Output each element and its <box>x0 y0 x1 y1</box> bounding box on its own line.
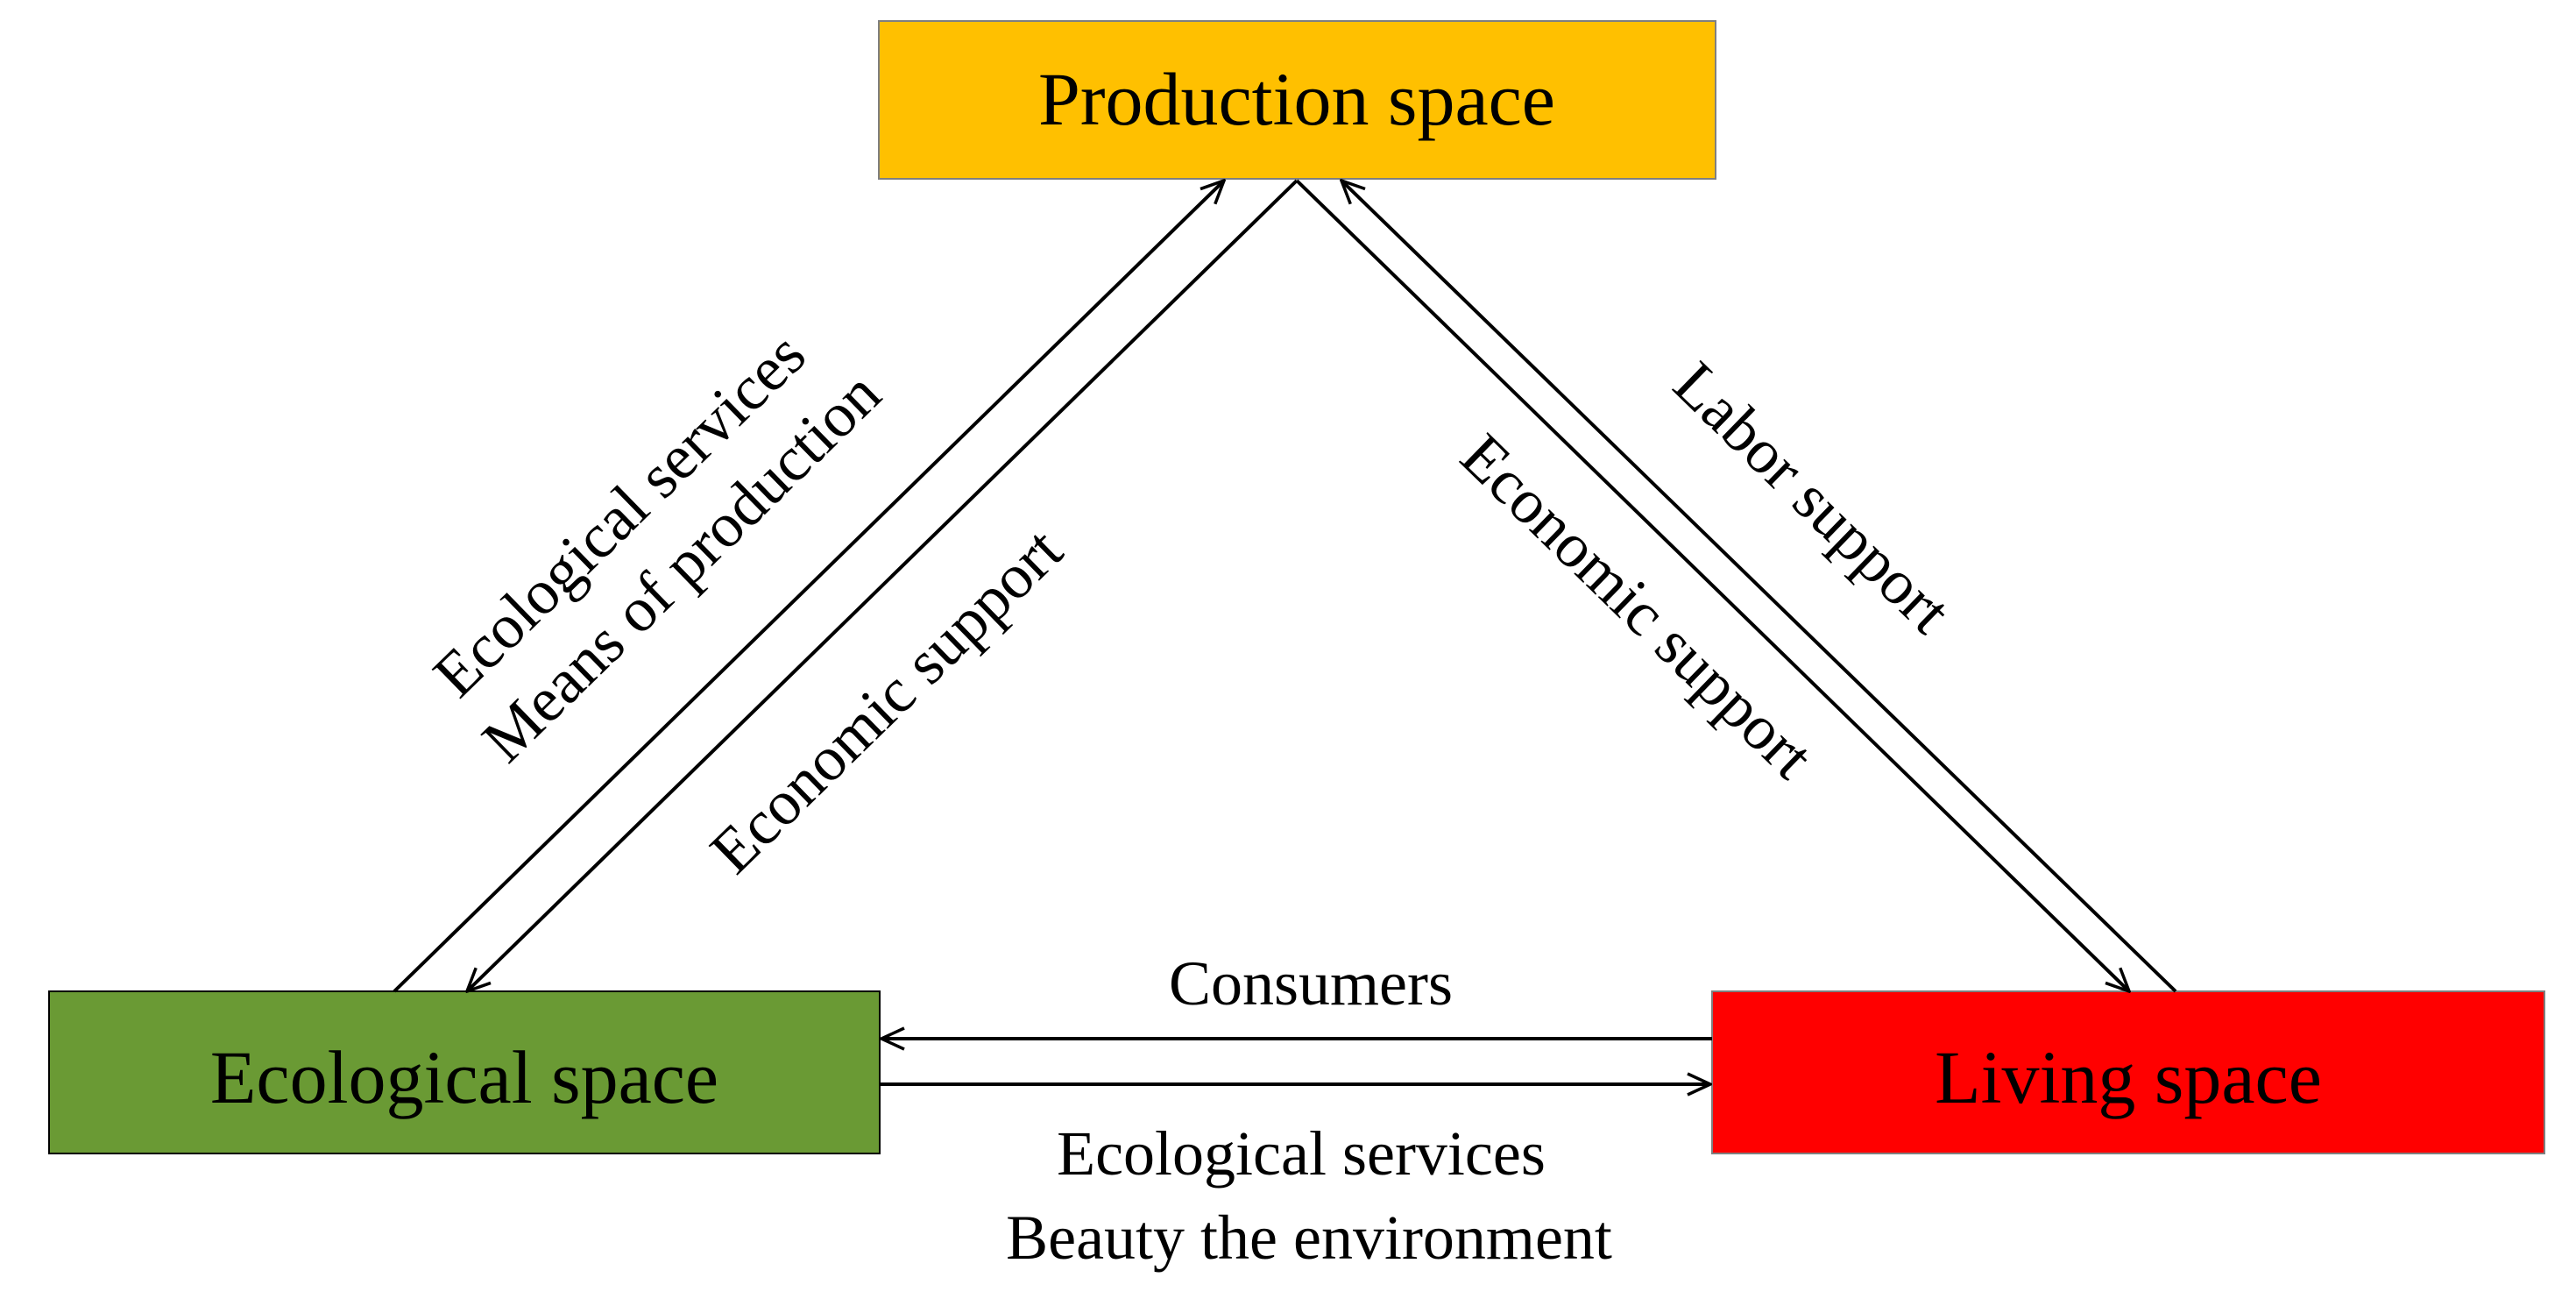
ecological-space-label: Ecological space <box>210 1035 718 1119</box>
eco-to-living-label: Ecological services Beauty the environme… <box>1006 1118 1612 1273</box>
living-space-node: Living space <box>1711 990 2545 1154</box>
living-to-prod-label: Labor support <box>1660 348 1964 646</box>
production-space-node: Production space <box>878 20 1716 180</box>
eco-to-prod-label: Ecological services Means of production <box>413 301 894 776</box>
eco-to-living-label-line-2: Beauty the environment <box>1006 1203 1612 1273</box>
arrow-production-to-living <box>1295 179 2129 991</box>
prod-to-eco-label: Economic support <box>697 515 1075 887</box>
arrow-ecological-to-production <box>393 181 1224 993</box>
arrow-living-to-production <box>1341 181 2177 993</box>
living-to-eco-label: Consumers <box>1169 948 1453 1019</box>
production-space-label: Production space <box>1038 57 1555 141</box>
ecological-space-node: Ecological space <box>48 990 881 1154</box>
ecological-space-box <box>48 990 881 1154</box>
arrow-production-to-ecological <box>467 179 1299 991</box>
eco-to-living-label-line-1: Ecological services <box>1057 1118 1546 1189</box>
production-space-box <box>878 20 1716 180</box>
living-space-label: Living space <box>1935 1035 2322 1119</box>
